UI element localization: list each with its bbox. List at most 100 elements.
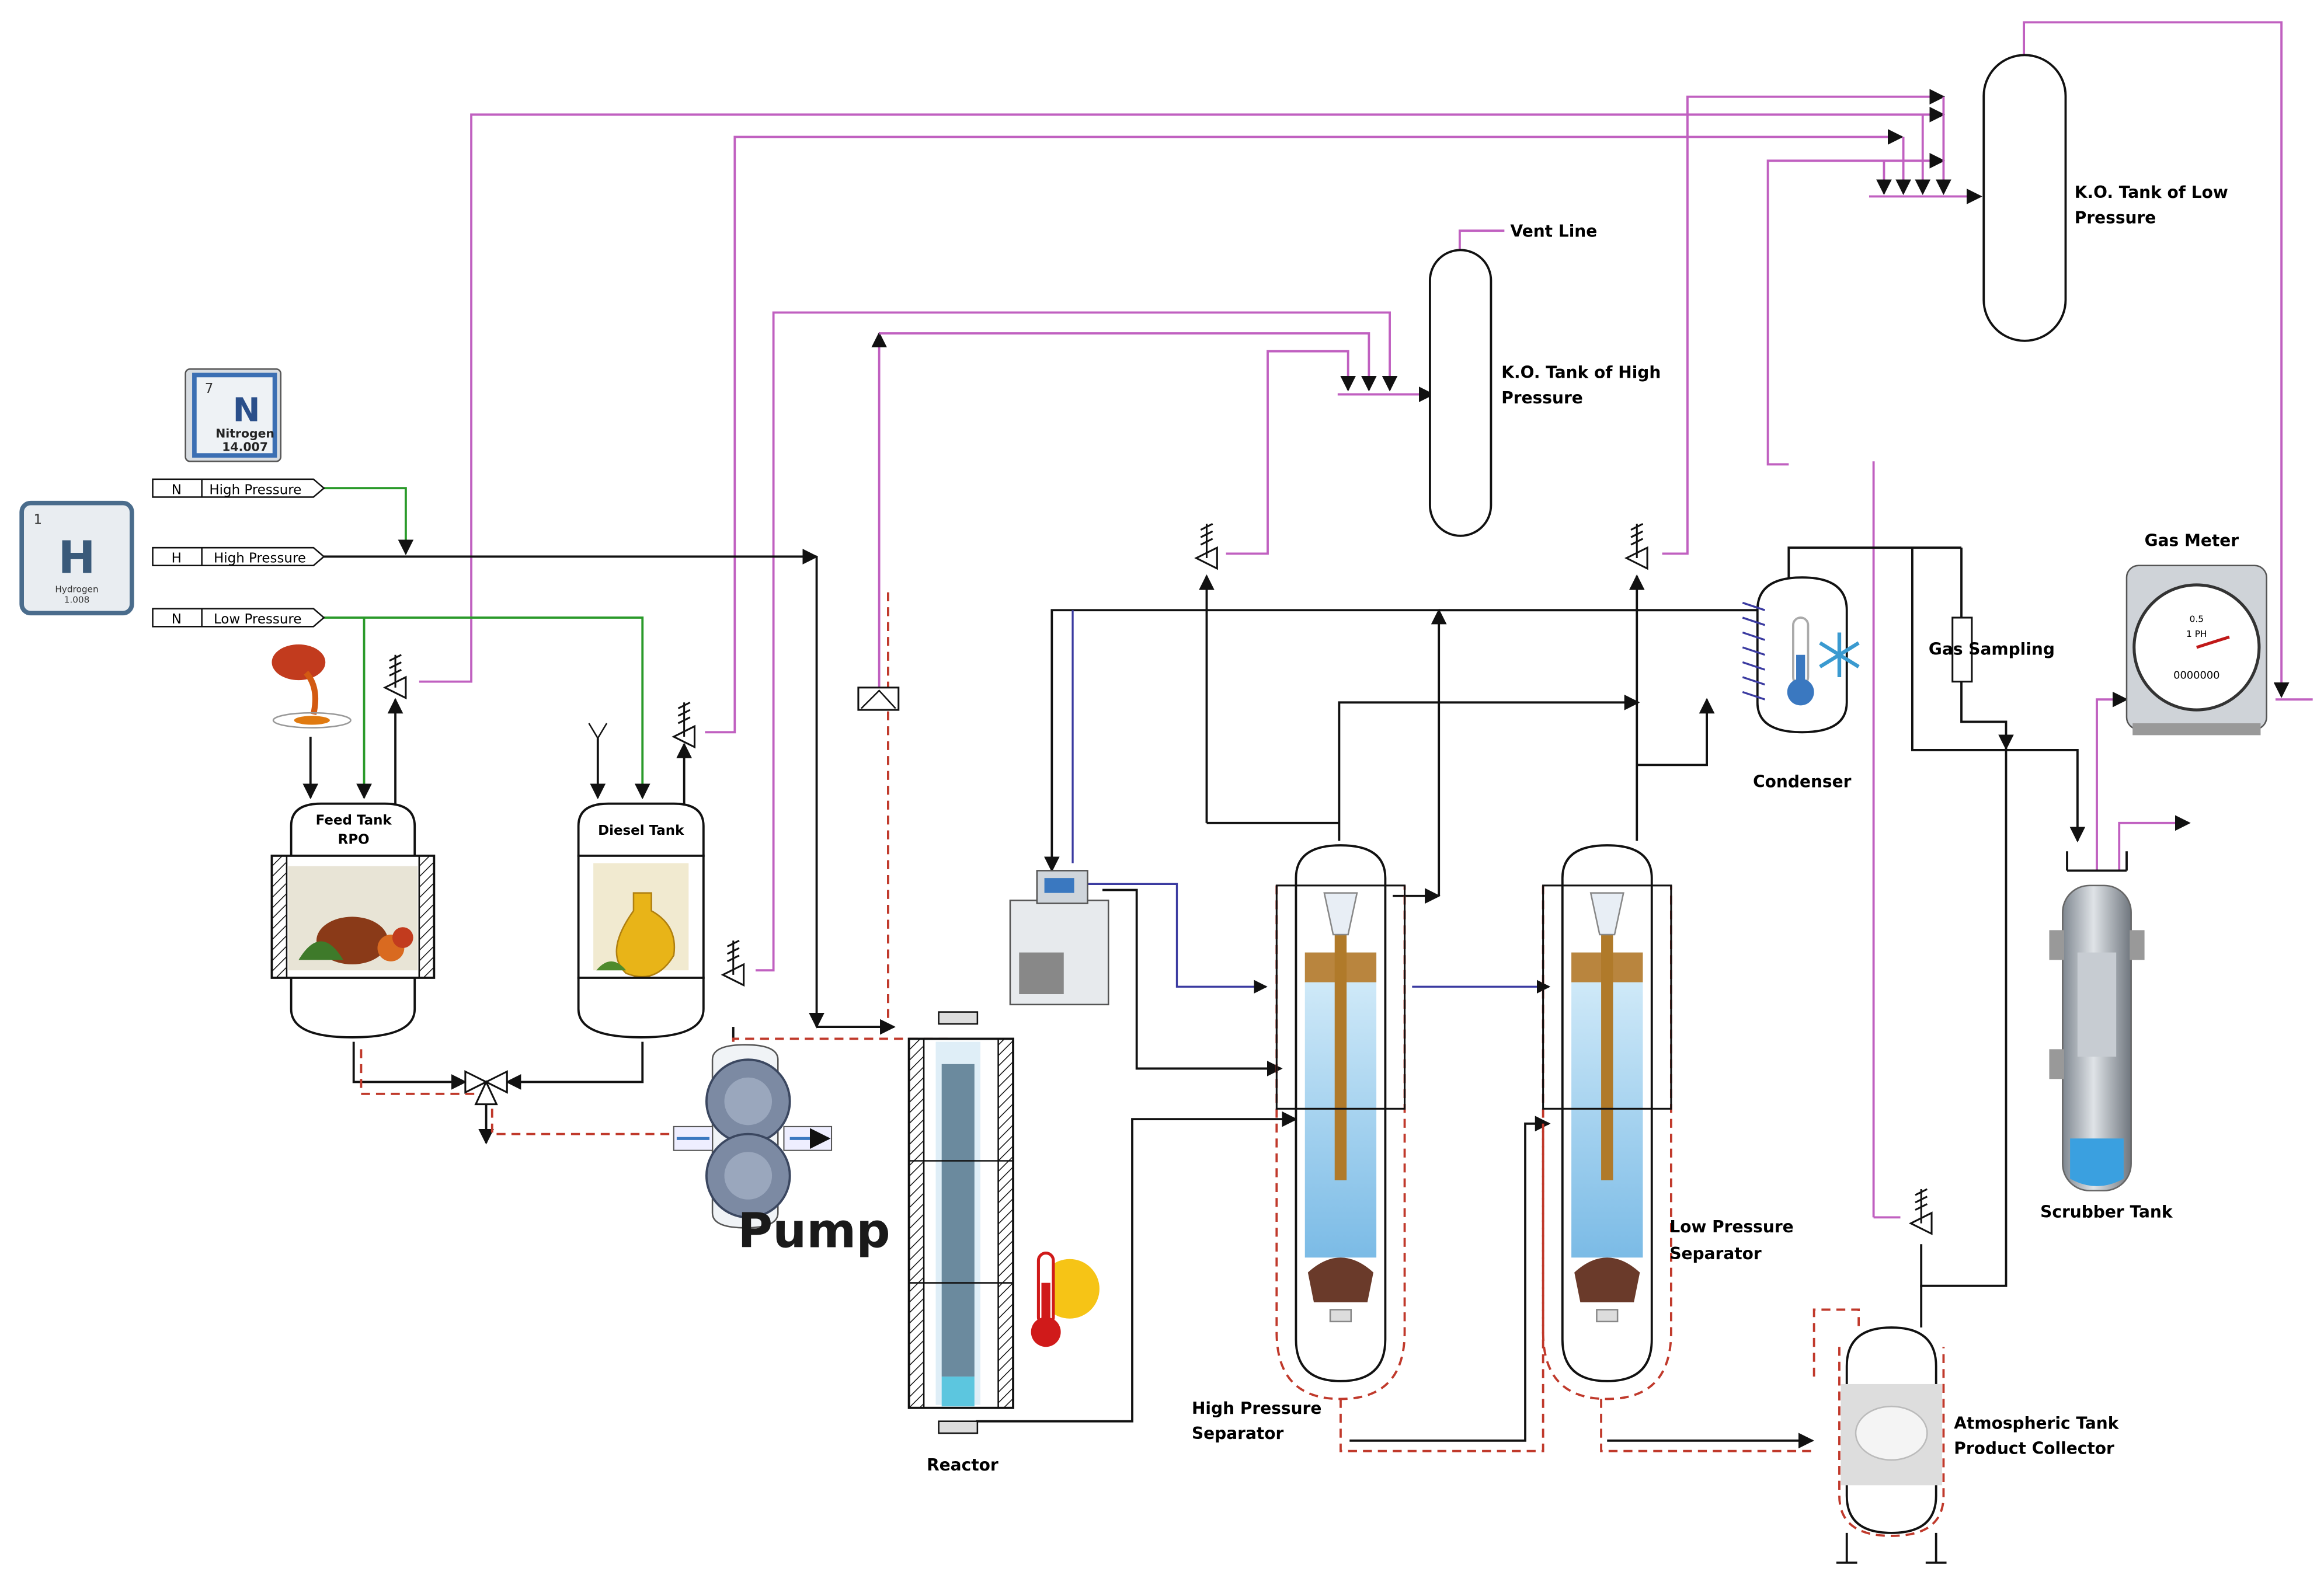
ko-tank-high: K.O. Tank of High Pressure Vent Line xyxy=(1428,221,1661,537)
inlet-gas: N xyxy=(172,612,182,627)
hps-label: High Pressure xyxy=(1192,1399,1321,1418)
feed-tank-sublabel: RPO xyxy=(338,832,370,848)
chiller-out-1 xyxy=(1102,888,1283,1076)
hps-gas-up xyxy=(1338,694,1640,841)
heat-trace-lps xyxy=(1542,885,1672,1400)
feed-tank-label: Feed Tank xyxy=(316,813,392,828)
gas-sampling-label: Gas Sampling xyxy=(1929,640,2055,659)
relief-valve-atm xyxy=(1908,1188,1933,1235)
oil-pour-icon xyxy=(272,644,352,729)
inlet-label: High Pressure xyxy=(209,482,301,497)
inlet-n2-high: N High Pressure xyxy=(152,478,325,498)
relief-valve-diesel xyxy=(672,701,696,749)
high-pressure-separator: High Pressure Separator xyxy=(1192,844,1406,1443)
heat-trace-feed xyxy=(360,1049,478,1095)
hps-sublabel: Separator xyxy=(1192,1424,1284,1443)
condenser: Condenser xyxy=(1742,576,1860,792)
scrubber-label: Scrubber Tank xyxy=(2040,1202,2173,1221)
feed-tank: Feed Tank RPO xyxy=(270,802,436,1039)
condenser-top-return xyxy=(1766,152,1946,466)
scrubber-vent xyxy=(2118,815,2191,871)
vent-feed-tank-line xyxy=(419,106,1946,683)
hps-vent-line xyxy=(1226,350,1356,555)
atmospheric-tank: Atmospheric Tank Product Collector xyxy=(1836,1326,2120,1564)
lps-to-condenser xyxy=(1637,698,1715,766)
ko-low-label: K.O. Tank of Low xyxy=(2075,183,2228,202)
gas-meter-dial-mid: 1 PH xyxy=(2186,629,2207,639)
n2-hp-line xyxy=(323,487,414,556)
diesel-tank: Diesel Tank xyxy=(577,723,705,1039)
process-lines xyxy=(323,546,2086,1449)
three-way-valve xyxy=(464,1070,508,1106)
nitrogen-name: Nitrogen xyxy=(215,427,274,441)
inlet-h2-high: H High Pressure xyxy=(152,546,325,567)
hydrogen-tile: 1 H Hydrogen 1.008 xyxy=(19,500,134,616)
scrubber-to-meter xyxy=(2096,691,2128,871)
diesel-to-valve xyxy=(505,1041,644,1090)
hps-to-lps xyxy=(1349,1116,1551,1442)
relief-valve-feed xyxy=(382,654,407,700)
nitrogen-tile: 7 N Nitrogen 14.007 xyxy=(185,368,282,462)
coolant-to-hps xyxy=(1073,883,1268,994)
diesel-tank-label: Diesel Tank xyxy=(598,823,684,838)
relief-valve-hps xyxy=(1194,523,1218,570)
gas-meter: 0.5 1 PH 0000000 Gas Meter xyxy=(2125,531,2267,736)
inlet-n2-low: N Low Pressure xyxy=(152,608,325,628)
heater-icon xyxy=(1031,1252,1100,1347)
chiller-unit xyxy=(1009,870,1109,1006)
heat-trace-atm-top xyxy=(1812,1308,1860,1377)
hydrogen-name: Hydrogen xyxy=(55,584,98,595)
vent-line-out xyxy=(1458,229,1505,250)
low-pressure-separator: Low Pressure Separator xyxy=(1542,844,1794,1382)
gas-meter-counter: 0000000 xyxy=(2173,670,2219,682)
nitrogen-symbol: N xyxy=(233,391,260,429)
condenser-label: Condenser xyxy=(1753,772,1852,792)
gas-lines xyxy=(419,21,2313,1219)
heat-trace-lps-out xyxy=(1600,1399,1817,1452)
atm-to-scrubber xyxy=(1920,748,2008,1328)
ko-low-vent-up xyxy=(2023,21,2290,698)
ko-tank-low: K.O. Tank of Low Pressure xyxy=(1982,54,2228,342)
nitrogen-mass: 14.007 xyxy=(222,440,268,454)
chiller-line xyxy=(1043,609,1758,873)
relief-valves xyxy=(382,523,1933,1235)
heat-trace-atm xyxy=(1838,1347,1945,1537)
heat-trace-pump xyxy=(490,1109,701,1135)
nitrogen-lines xyxy=(323,487,650,800)
lps-vent-line xyxy=(1662,89,1946,555)
hydrogen-symbol: H xyxy=(58,532,95,584)
ko-high-sublabel: Pressure xyxy=(1501,388,1583,407)
sampling-down xyxy=(1960,681,2014,751)
ko-high-label: K.O. Tank of High xyxy=(1501,363,1661,382)
reactor-out xyxy=(976,1111,1298,1423)
reactor-to-ko-high-line xyxy=(879,332,1377,392)
gas-meter-dial-top: 0.5 xyxy=(2190,614,2204,625)
lps-label: Low Pressure xyxy=(1669,1217,1793,1236)
inlet-label: Low Pressure xyxy=(214,612,301,627)
atm-label: Atmospheric Tank xyxy=(1954,1413,2119,1433)
nitrogen-number: 7 xyxy=(205,381,214,396)
diesel-top-inlet xyxy=(588,723,608,740)
hydrogen-mass: 1.008 xyxy=(64,595,90,605)
snowflake-icon xyxy=(1819,632,1860,677)
condenser-to-scrubber xyxy=(1911,548,2086,843)
relief-valve-lps xyxy=(1624,523,1648,570)
ko-low-sublabel: Pressure xyxy=(2075,208,2156,227)
reactor: Reactor xyxy=(907,1011,1014,1475)
heating-trace xyxy=(360,592,1945,1537)
inlet-label: High Pressure xyxy=(214,551,306,566)
hydrogen-number: 1 xyxy=(34,512,43,527)
coolant-lines xyxy=(1071,610,1551,994)
scrubber-tank: Scrubber Tank xyxy=(2040,851,2173,1221)
pump-label: Pump xyxy=(737,1203,890,1259)
atm-sublabel: Product Collector xyxy=(1954,1439,2114,1458)
heat-trace-hps-out xyxy=(1340,1131,1544,1452)
vent-diesel-line xyxy=(705,129,1904,734)
relief-valve-pump xyxy=(721,939,745,987)
feed-to-valve xyxy=(352,1041,467,1090)
inlet-gas: N xyxy=(172,482,182,497)
pump: Pump xyxy=(673,1044,890,1259)
lps-sublabel: Separator xyxy=(1669,1244,1762,1263)
reactor-label: Reactor xyxy=(927,1455,999,1475)
